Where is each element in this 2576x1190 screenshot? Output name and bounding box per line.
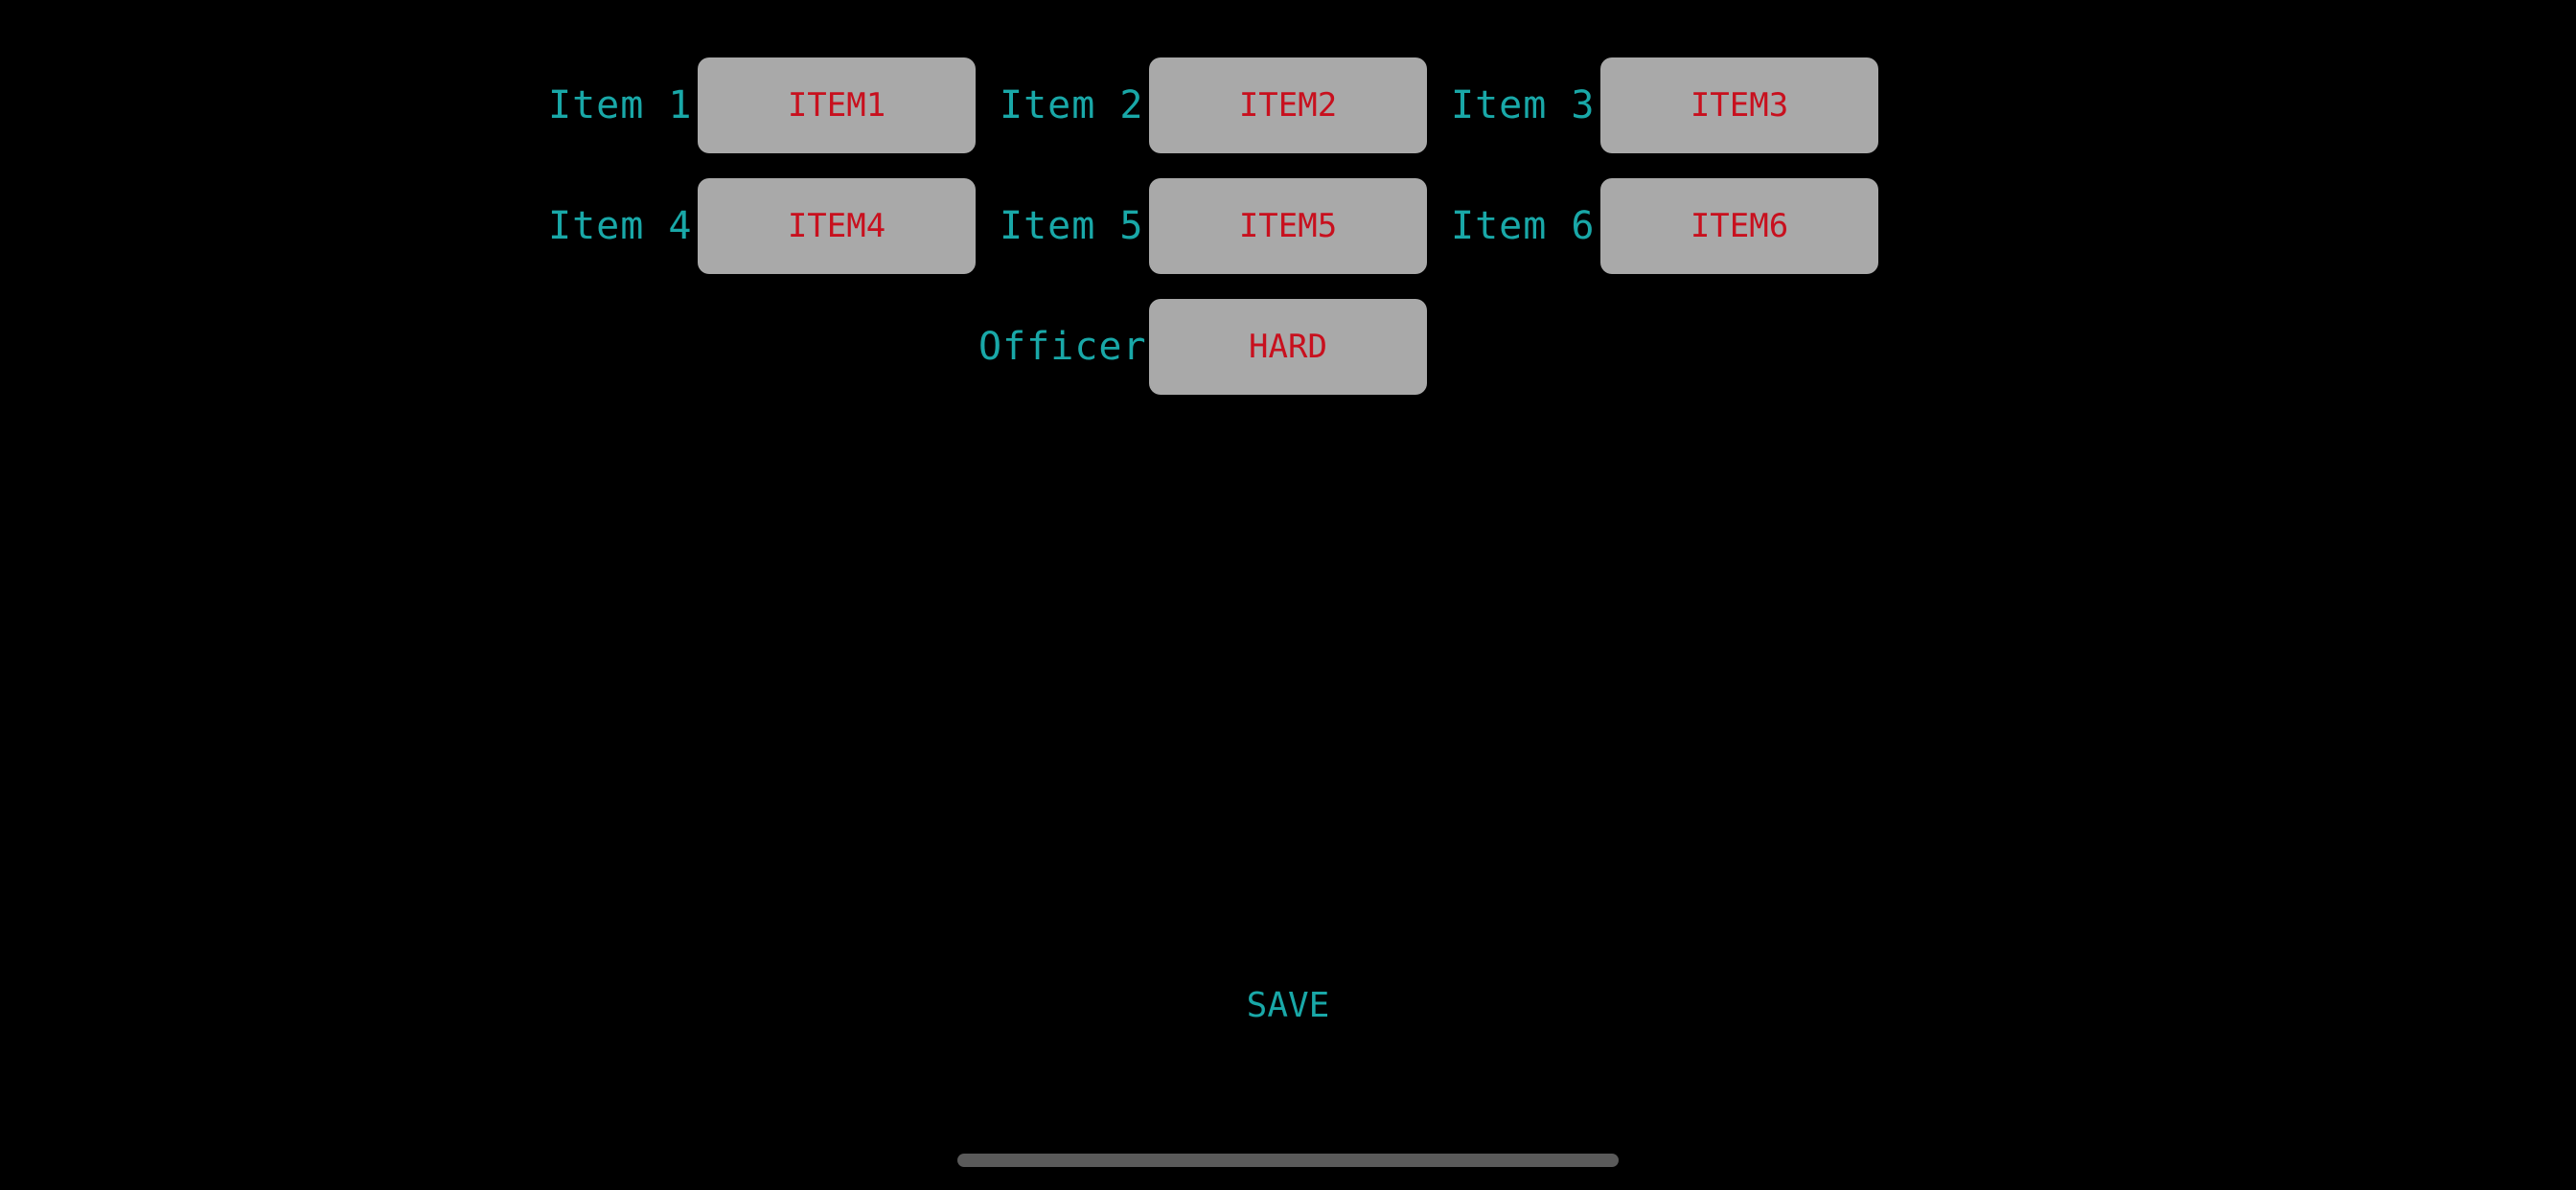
item-6-label: Item 6 [1451, 204, 1596, 248]
item-1-label: Item 1 [548, 83, 693, 127]
officer-label: Officer [978, 325, 1147, 369]
item-5-slot-button[interactable]: ITEM5 [1149, 178, 1427, 274]
home-indicator[interactable] [957, 1154, 1619, 1167]
item-2-slot-button[interactable]: ITEM2 [1149, 57, 1427, 153]
item-4-slot-button[interactable]: ITEM4 [698, 178, 976, 274]
item-3-label: Item 3 [1451, 83, 1596, 127]
item-3-slot-button[interactable]: ITEM3 [1600, 57, 1878, 153]
item-5-label: Item 5 [1000, 204, 1144, 248]
item-6-slot-button[interactable]: ITEM6 [1600, 178, 1878, 274]
item-4-label: Item 4 [548, 204, 693, 248]
item-1-slot-button[interactable]: ITEM1 [698, 57, 976, 153]
officer-slot-button[interactable]: HARD [1149, 299, 1427, 395]
item-2-label: Item 2 [1000, 83, 1144, 127]
save-button[interactable]: SAVE [1246, 986, 1330, 1025]
